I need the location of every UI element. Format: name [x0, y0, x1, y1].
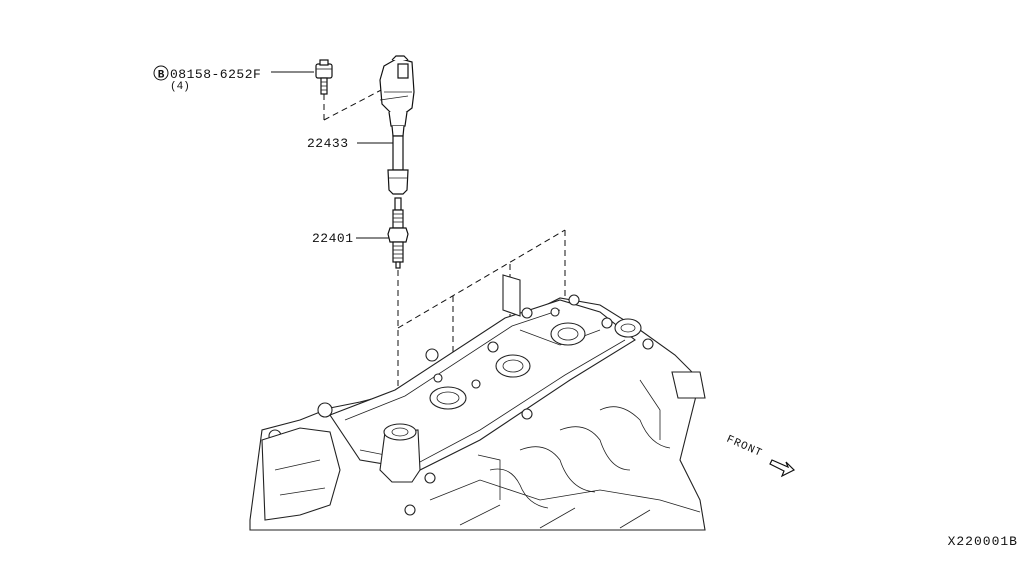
- spark-plug-illustration: [387, 197, 409, 269]
- callout-coil[interactable]: 22433: [307, 136, 393, 151]
- diagram-id-code: X220001B: [948, 534, 1018, 549]
- engine-head-illustration: [249, 274, 706, 531]
- callout-bolt[interactable]: B 08158-6252F (4): [153, 65, 314, 93]
- callout-plug[interactable]: 22401: [312, 231, 389, 246]
- part-number-plug: 22401: [312, 231, 354, 246]
- front-label: FRONT: [724, 434, 764, 460]
- ignition-coil-illustration: [379, 55, 415, 195]
- front-arrow-icon: [769, 459, 796, 478]
- callout-badge-letter: B: [158, 70, 165, 82]
- front-direction-indicator: FRONT: [724, 434, 796, 478]
- part-number-bolt: 08158-6252F: [170, 67, 261, 82]
- callout-badge-circle: [153, 65, 169, 81]
- bolt-illustration: [315, 59, 386, 121]
- quantity-bolt: (4): [170, 81, 190, 93]
- part-number-coil: 22433: [307, 136, 349, 151]
